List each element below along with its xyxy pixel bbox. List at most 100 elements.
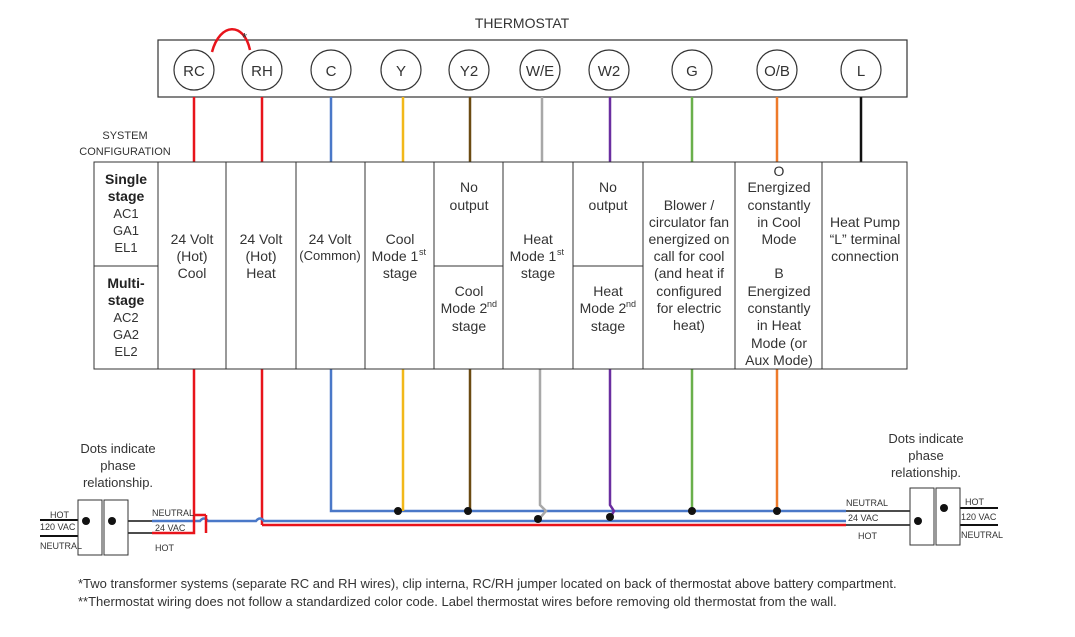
junction-dots [394, 507, 781, 523]
cell-text: Heat [593, 283, 623, 299]
transformer-primary [935, 487, 961, 546]
cell-rc: 24 Volt (Hot) Cool [171, 231, 214, 281]
cell-text: output [589, 197, 628, 213]
terminal-label: C [326, 63, 337, 80]
lower-wires [192, 369, 846, 525]
cell-text: output [450, 197, 489, 213]
cell-text: energized on [649, 231, 730, 247]
cell-text: B [774, 265, 783, 281]
wire-we-lower [538, 369, 548, 519]
cell-text: (Hot) [176, 248, 207, 264]
cell-superscript: nd [626, 299, 636, 309]
phase-note: phase [908, 448, 943, 463]
jumper-asterisk: * [242, 30, 247, 45]
cell-superscript: st [419, 247, 427, 257]
terminal-label: RH [251, 63, 273, 80]
cell-g: Blower / circulator fan energized on cal… [649, 197, 730, 333]
cell-text: 24 Volt [240, 231, 283, 247]
multi-stage-title: stage [108, 292, 145, 308]
cell-c: 24 Volt (Common) [299, 231, 360, 263]
multi-stage-item: EL2 [114, 344, 137, 359]
cell-text: (Common) [299, 248, 360, 263]
cell-text: connection [831, 248, 899, 264]
cell-text: configured [656, 283, 721, 299]
cell-text: Heat [246, 265, 276, 281]
cell-text: in Heat [757, 317, 801, 333]
terminal-text: HOT [965, 497, 985, 507]
cell-text: Energized [747, 179, 810, 195]
transformer-secondary [103, 499, 129, 556]
thermostat-title: THERMOSTAT [475, 15, 570, 31]
cell-text: Mode 1 [510, 248, 557, 264]
multi-stage-cell: Multi- stage AC2 GA2 EL2 [107, 275, 145, 359]
multi-stage-item: AC2 [113, 310, 138, 325]
cell-text: (and heat if [654, 265, 724, 281]
junction-dot [688, 507, 696, 515]
terminal-text: HOT [155, 543, 175, 553]
cell-y2: No output Cool Mode 2 nd stage [441, 179, 497, 334]
terminal-label: L [857, 63, 865, 80]
phase-note: relationship. [83, 475, 153, 490]
terminal-text: HOT [50, 510, 70, 520]
transformer-secondary [909, 487, 935, 546]
transformer-primary [77, 499, 103, 556]
terminal-w2: W2 [588, 49, 630, 91]
cell-text: Blower / [664, 197, 715, 213]
cell-text: Mode 1 [372, 248, 419, 264]
cell-text: Heat Pump [830, 214, 900, 230]
terminal-rc: RC [173, 49, 215, 91]
phase-note: relationship. [891, 465, 961, 480]
cell-y: Cool Mode 1 st stage [372, 231, 427, 281]
terminal-text: 24 VAC [848, 513, 879, 523]
cell-superscript: st [557, 247, 565, 257]
terminal-label: O/B [764, 63, 790, 80]
bus-lines [152, 515, 846, 535]
multi-stage-item: GA2 [113, 327, 139, 342]
cell-text: circulator fan [649, 214, 729, 230]
junction-dot [606, 513, 614, 521]
cell-text: Mode [761, 231, 796, 247]
terminal-text: 24 VAC [155, 523, 186, 533]
cell-w2: No output Heat Mode 2 nd stage [580, 179, 636, 334]
terminal-label: RC [183, 63, 205, 80]
cell-l: Heat Pump “L” terminal connection [830, 214, 901, 264]
cell-text: (Hot) [245, 248, 276, 264]
cell-text: No [599, 179, 617, 195]
terminal-label: Y2 [460, 63, 478, 80]
phase-dot [940, 504, 948, 512]
cell-text: Cool [178, 265, 207, 281]
terminal-rh: RH [241, 49, 283, 91]
terminal-label: G [686, 63, 698, 80]
single-stage-title: Single [105, 171, 147, 187]
cell-superscript: nd [487, 299, 497, 309]
phase-note: Dots indicate [888, 431, 963, 446]
terminal-c: C [310, 49, 352, 91]
cell-text: “L” terminal [830, 231, 901, 247]
cell-text: 24 Volt [309, 231, 352, 247]
bus-neutral [152, 517, 846, 523]
cell-rh: 24 Volt (Hot) Heat [240, 231, 283, 281]
phase-note: Dots indicate [80, 441, 155, 456]
cell-text: constantly [747, 197, 810, 213]
cell-text: Aux Mode) [745, 352, 813, 368]
cell-text: Cool [386, 231, 415, 247]
cell-text: in Cool [757, 214, 801, 230]
config-table [93, 161, 908, 370]
cell-text: stage [591, 318, 625, 334]
footnote-2: **Thermostat wiring does not follow a st… [78, 594, 837, 609]
cell-text: constantly [747, 300, 810, 316]
cell-text: O [774, 163, 785, 179]
cell-text: heat) [673, 317, 705, 333]
cell-text: for electric [657, 300, 722, 316]
cell-text: Mode 2 [580, 300, 627, 316]
terminal-label: Y [396, 63, 406, 80]
right-transformer: Dots indicate phase relationship. NEUTRA… [846, 431, 1003, 546]
cell-text: Heat [523, 231, 553, 247]
wire-rc-lower [192, 369, 206, 517]
cell-we: Heat Mode 1 st stage [510, 231, 565, 281]
single-stage-cell: Single stage AC1 GA1 EL1 [105, 171, 147, 255]
terminal-text: NEUTRAL [40, 541, 82, 551]
footnote-1: *Two transformer systems (separate RC an… [78, 576, 897, 591]
wire-c-lower [329, 369, 846, 513]
terminal-y2: Y2 [448, 49, 490, 91]
